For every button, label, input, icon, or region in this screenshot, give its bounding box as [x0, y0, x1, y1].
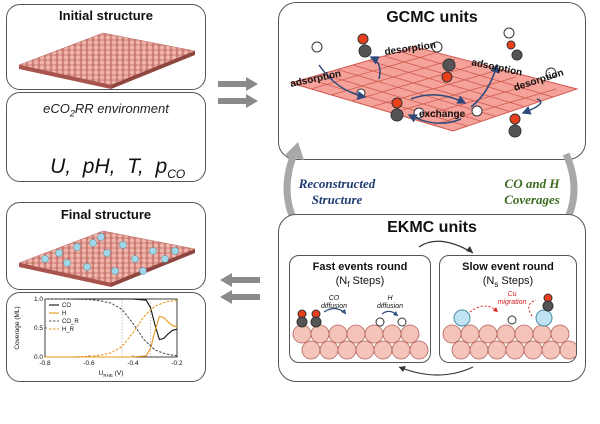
final-structure-panel: Final structure — [6, 202, 206, 290]
double-arrow-left-icon — [220, 273, 260, 304]
chart-legend-label: H — [62, 311, 66, 317]
final-slab-image — [18, 230, 196, 287]
cycle-arrow-left-head — [284, 142, 304, 160]
chart-series-co-r — [45, 298, 178, 357]
environment-title-post: RR environment — [74, 101, 169, 116]
environment-params-sub: CO — [167, 167, 186, 182]
slow-events-line2-post: Steps) — [498, 275, 534, 287]
fast-events-line2-sub: f — [347, 280, 350, 290]
h-diffusion-label2: diffusion — [377, 303, 403, 310]
gcmc-title: GCMC units — [386, 9, 478, 26]
cycle-label-left-line2: Structure — [311, 192, 363, 207]
slow-events-line2-pre: (N — [482, 275, 495, 287]
chart-xtick-label: -0.2 — [171, 360, 183, 367]
chart-xtick-label: -0.6 — [83, 360, 95, 367]
slow-events-title: Slow event round (Ns Steps) — [440, 260, 576, 292]
initial-slab-image — [18, 32, 196, 89]
environment-title-pre: eCO — [43, 101, 70, 116]
cycle-label-right-line1: CO and H — [504, 176, 560, 191]
h-diffusion-label1: H — [387, 295, 393, 302]
gcmc-panel: GCMC units — [278, 2, 586, 160]
final-structure-title: Final structure — [60, 207, 152, 222]
chart-ylabel: Coverage (ML) — [14, 306, 21, 349]
environment-panel: eCO2RR environment U, pH, T, pCO — [6, 92, 206, 182]
gcmc-grid-diagram: adsorption desorption adsorption desorpt… — [289, 27, 579, 138]
fast-events-box: Fast events round (Nf Steps) CO diffusio… — [289, 255, 431, 363]
environment-title: eCO2RR environment — [7, 101, 205, 119]
slow-events-diagram: Cu migration — [442, 291, 576, 360]
slow-events-line1: Slow event round — [462, 261, 554, 273]
initial-structure-title: Initial structure — [59, 8, 153, 23]
slow-events-line2-sub: s — [494, 280, 499, 290]
environment-params-main: U, pH, T, p — [50, 155, 168, 178]
chart-legend-label: H_R — [62, 327, 75, 333]
fast-events-diagram: CO diffusion H diffusion — [292, 295, 429, 360]
label-exchange: exchange — [419, 109, 466, 120]
chart-xlabel: URHE (V) — [99, 370, 124, 378]
chart-series-h — [45, 315, 178, 358]
co-diffusion-label1: CO — [329, 295, 340, 302]
chart-ytick-label: 0.5 — [34, 325, 43, 332]
fast-events-line2-pre: (N — [335, 275, 348, 287]
chart-ytick-label: 0.0 — [34, 354, 43, 361]
fast-events-title: Fast events round (Nf Steps) — [290, 260, 430, 292]
ekmc-title: EKMC units — [387, 219, 477, 236]
fast-events-line2-post: Steps) — [349, 275, 385, 287]
chart-series-co — [45, 298, 178, 341]
cycle-label-right-line2: Coverages — [504, 192, 560, 207]
co-diffusion-label2: diffusion — [321, 303, 347, 310]
chart-xtick-label: -0.8 — [39, 360, 51, 367]
chart-xtick-label: -0.4 — [127, 360, 139, 367]
cu-migration-label2: migration — [498, 299, 527, 306]
ekmc-loop-arrows — [398, 240, 474, 376]
cycle-label-left-line1: Reconstructed — [298, 176, 376, 191]
cu-migration-label1: Cu — [508, 291, 517, 298]
chart-series-h-r — [45, 299, 178, 358]
chart-legend-label: CO — [62, 303, 71, 309]
adsorbed-molecules — [356, 88, 522, 138]
chart-ytick-label: 1.0 — [34, 296, 43, 303]
ekmc-panel: EKMC units Fast events round (Nf Steps) … — [278, 214, 586, 382]
environment-title-sub: 2 — [69, 108, 75, 119]
fast-events-line2: (Nf Steps) — [290, 274, 430, 292]
cycle-label-right: CO and H Coverages — [480, 176, 584, 208]
slow-events-box: Slow event round (Ns Steps) Cu migration — [439, 255, 577, 363]
initial-structure-panel: Initial structure — [6, 4, 206, 90]
cycle-label-left: Reconstructed Structure — [282, 176, 392, 208]
environment-params: U, pH, T, pCO — [7, 131, 205, 205]
double-arrow-right-icon — [218, 77, 258, 108]
slow-events-line2: (Ns Steps) — [440, 274, 576, 292]
fast-events-line1: Fast events round — [312, 261, 408, 273]
chart-legend-label: CO_R — [62, 319, 79, 325]
